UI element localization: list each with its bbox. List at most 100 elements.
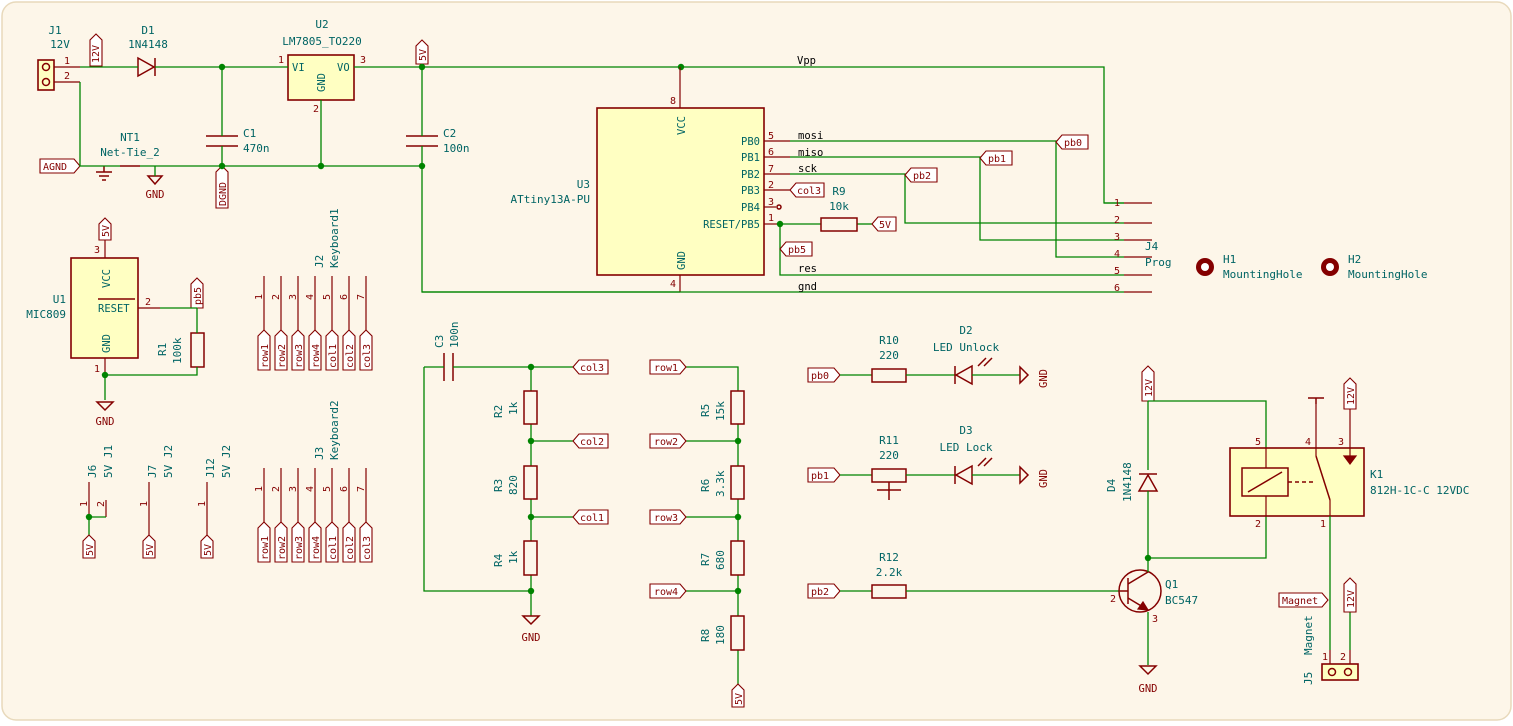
svg-text:GND: GND — [676, 251, 688, 270]
svg-text:C2: C2 — [443, 127, 456, 140]
net-label-vpp: Vpp — [797, 55, 816, 67]
gnd-symbol-q1: GND — [1138, 665, 1158, 695]
connector-j1[interactable]: J1 12V 1 2 — [37, 24, 80, 91]
net-tie-nt1[interactable]: NT1 Net-Tie_2 — [100, 131, 160, 167]
svg-text:R10: R10 — [879, 334, 899, 347]
connector-j2-keyboard1[interactable]: J2 Keyboard1 1 2 3 4 5 6 7 row1 row2 row… — [254, 208, 373, 371]
svg-text:MountingHole: MountingHole — [1223, 268, 1302, 281]
svg-text:1: 1 — [278, 55, 284, 66]
relay-k1[interactable]: 5 4 3 2 1 K1 812H-1C-C 12VDC — [1229, 404, 1469, 530]
svg-text:pb2: pb2 — [913, 171, 931, 182]
svg-text:VCC: VCC — [676, 116, 688, 135]
svg-text:R6: R6 — [699, 479, 712, 492]
led-d2[interactable]: D2 LED Unlock — [933, 324, 1000, 386]
svg-text:2: 2 — [1340, 652, 1346, 663]
j1-screw-2 — [41, 77, 51, 87]
svg-text:J6: J6 — [86, 465, 99, 478]
svg-text:RESET/PB5: RESET/PB5 — [703, 219, 760, 231]
connector-j7[interactable]: J7 5V J2 1 5V — [139, 445, 175, 559]
svg-text:180: 180 — [714, 625, 727, 645]
svg-text:3: 3 — [360, 55, 366, 66]
mcu-nets: mosi miso sck res gnd pb0 pb1 pb2 col3 p… — [422, 130, 1124, 293]
svg-text:Magnet: Magnet — [1302, 615, 1315, 655]
svg-text:LED Unlock: LED Unlock — [933, 341, 1000, 354]
svg-text:3: 3 — [1338, 437, 1344, 448]
svg-text:pb5: pb5 — [193, 287, 204, 305]
svg-text:1: 1 — [1320, 519, 1326, 530]
svg-text:R5: R5 — [699, 404, 712, 417]
svg-text:GND: GND — [96, 416, 115, 428]
j1-screw-1 — [41, 62, 51, 72]
svg-text:Keyboard2: Keyboard2 — [328, 400, 341, 460]
mcu-u3[interactable]: U3 ATtiny13A-PU VCC GND 8 4 PB0 PB1 PB2 … — [511, 67, 790, 292]
global-label-pb2-mcu: pb2 — [904, 167, 938, 183]
svg-text:row4: row4 — [311, 344, 322, 368]
svg-text:J2: J2 — [313, 255, 326, 268]
svg-text:1: 1 — [1114, 198, 1120, 209]
resistor-r9[interactable]: R9 10k — [820, 185, 858, 232]
svg-text:812H-1C-C 12VDC: 812H-1C-C 12VDC — [1370, 484, 1469, 497]
svg-text:7: 7 — [356, 294, 367, 300]
mounting-hole-h1[interactable]: H1 MountingHole — [1196, 253, 1302, 281]
value-d1: 1N4148 — [128, 38, 168, 51]
svg-text:NT1: NT1 — [120, 131, 140, 144]
svg-text:VO: VO — [337, 62, 350, 74]
svg-text:Prog: Prog — [1145, 256, 1172, 269]
svg-text:Net-Tie_2: Net-Tie_2 — [100, 146, 160, 159]
svg-text:1: 1 — [1322, 652, 1328, 663]
global-label-col3-mcu: col3 — [789, 182, 825, 198]
earth-symbol — [96, 166, 112, 181]
svg-text:2.2k: 2.2k — [876, 566, 903, 579]
svg-text:12V: 12V — [1346, 590, 1357, 608]
value-u2: LM7805_TO220 — [282, 35, 361, 48]
svg-text:1: 1 — [94, 364, 100, 375]
svg-text:R3: R3 — [492, 479, 505, 492]
svg-text:4: 4 — [1305, 437, 1311, 448]
svg-text:2: 2 — [313, 104, 319, 115]
svg-text:4: 4 — [305, 294, 316, 300]
supervisor-u1[interactable]: U1 MIC809 VCC GND RESET 3 2 1 — [26, 240, 160, 375]
connector-j6[interactable]: J6 5V J1 1 2 5V — [79, 445, 115, 559]
svg-text:row3: row3 — [654, 513, 678, 524]
svg-text:J3: J3 — [313, 447, 326, 460]
svg-text:R9: R9 — [832, 185, 845, 198]
svg-text:3: 3 — [1114, 232, 1120, 243]
mounting-hole-h2[interactable]: H2 MountingHole — [1321, 253, 1427, 281]
svg-text:100k: 100k — [171, 337, 184, 364]
connector-j5[interactable]: 1 2 J5 Magnet — [1302, 615, 1359, 685]
global-label-5v-u1: 5V — [98, 217, 112, 241]
svg-text:PB3: PB3 — [741, 185, 760, 197]
svg-text:12V: 12V — [91, 45, 102, 63]
svg-text:row3: row3 — [294, 536, 305, 560]
svg-text:LED Lock: LED Lock — [940, 441, 993, 454]
svg-text:row1: row1 — [260, 344, 271, 368]
svg-text:row1: row1 — [260, 536, 271, 560]
connector-j4[interactable]: 1 2 3 4 5 6 J4 Prog — [1114, 198, 1172, 294]
transistor-q1[interactable]: Q1 BC547 2 3 — [1110, 569, 1198, 625]
svg-text:GND: GND — [101, 334, 113, 353]
svg-text:5V J1: 5V J1 — [102, 445, 115, 478]
diode-d1[interactable]: D1 1N4148 — [128, 24, 168, 78]
svg-text:col1: col1 — [328, 536, 339, 560]
connector-j3-keyboard2[interactable]: J3 Keyboard2 1 2 3 4 5 6 7 row1 row2 row… — [254, 400, 373, 563]
svg-text:1: 1 — [197, 501, 208, 507]
connector-j12[interactable]: J12 5V J2 1 5V — [197, 445, 233, 559]
led-d3[interactable]: D3 LED Lock — [940, 424, 993, 486]
svg-text:J4: J4 — [1145, 240, 1159, 253]
capacitor-c3[interactable]: C3 100n — [433, 322, 461, 382]
global-label-pb0-mcu: pb0 — [1055, 134, 1089, 150]
svg-text:Q1: Q1 — [1165, 578, 1178, 591]
global-label-pb1-mcu: pb1 — [979, 150, 1013, 166]
